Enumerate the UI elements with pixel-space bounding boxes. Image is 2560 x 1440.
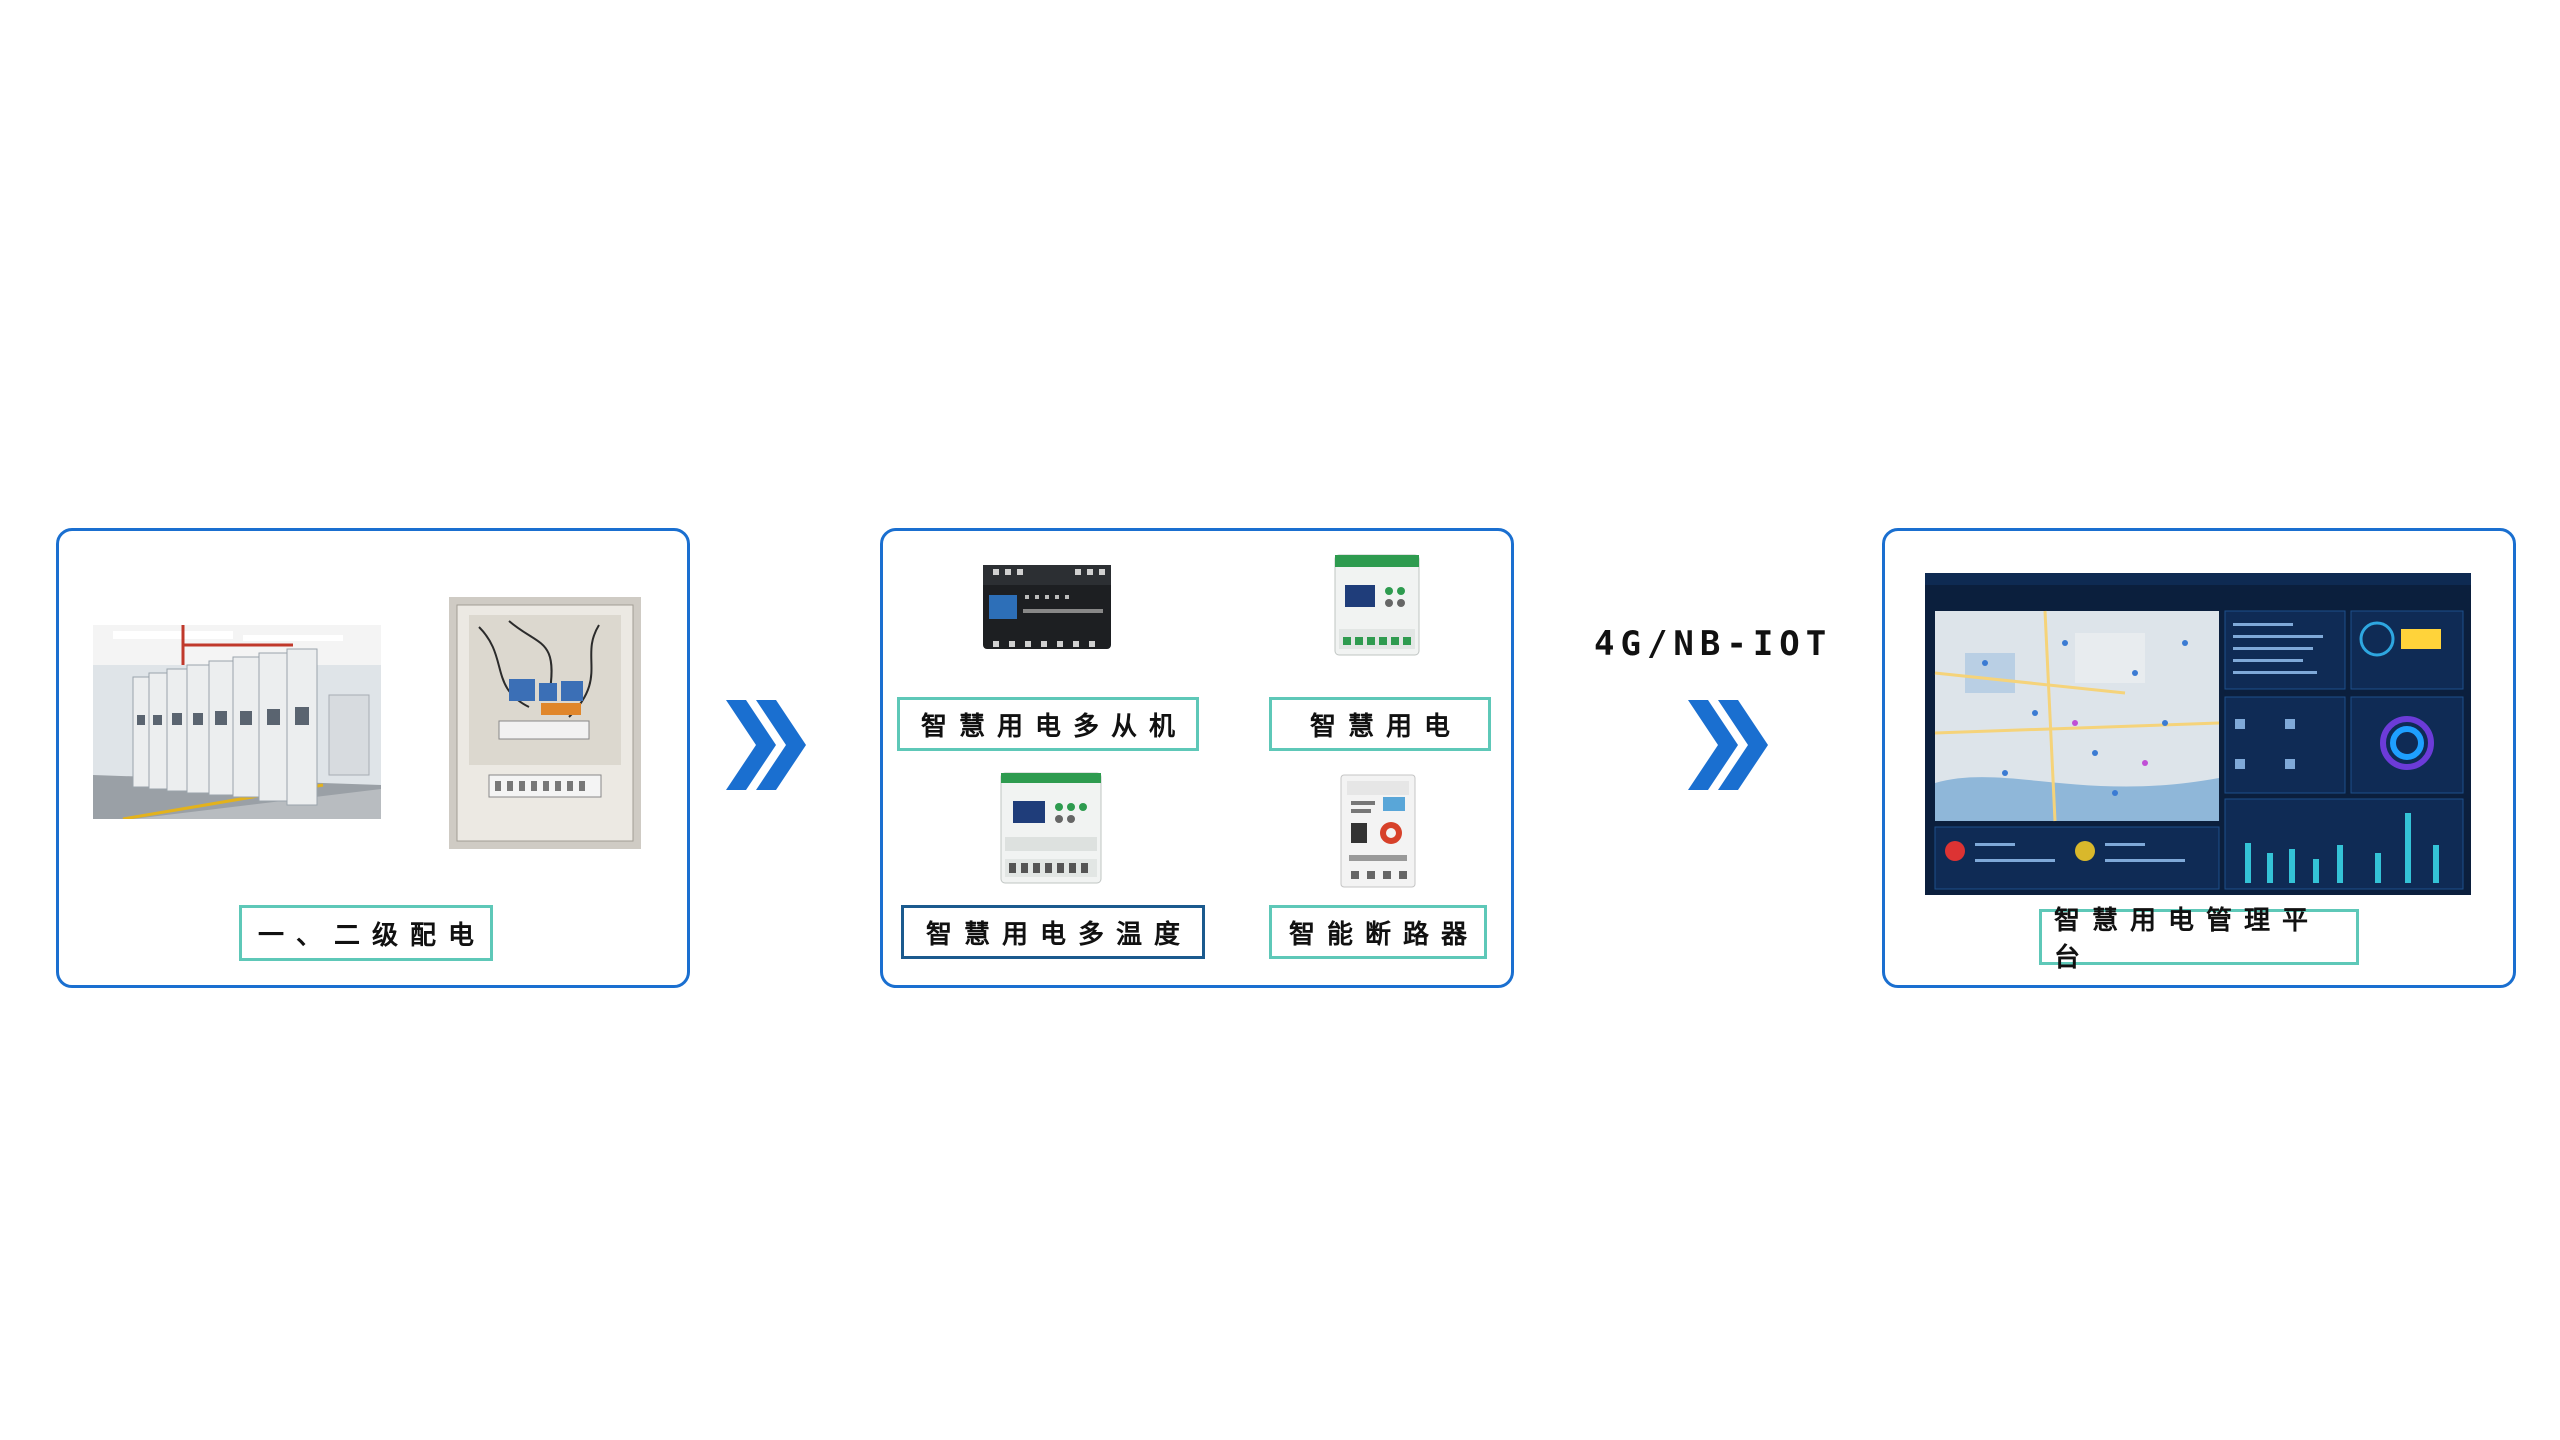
multi-slave-device-photo	[979, 551, 1115, 661]
platform-dashboard-screenshot	[1925, 573, 2471, 895]
distribution-panel: 一、二级配电	[56, 528, 690, 988]
smart-breaker-photo	[1333, 771, 1423, 891]
smart-electricity-label: 智慧用电	[1269, 697, 1491, 751]
multi-temperature-device-photo	[993, 767, 1109, 891]
multi-temperature-label: 智慧用电多温度	[901, 905, 1205, 959]
switchgear-room-photo	[93, 625, 381, 819]
distribution-label: 一、二级配电	[239, 905, 493, 961]
devices-panel: 智慧用电多从机 智慧用电 智慧用电多温度 智能断路器	[880, 528, 1514, 988]
smart-electricity-device-photo	[1323, 549, 1431, 661]
chevron-right-icon	[726, 700, 806, 790]
chevron-right-icon	[1688, 700, 1768, 790]
platform-panel: 智慧用电管理平台	[1882, 528, 2516, 988]
protocol-label: 4G/NB-IOT	[1594, 624, 1833, 664]
multi-slave-label: 智慧用电多从机	[897, 697, 1199, 751]
platform-label: 智慧用电管理平台	[2039, 906, 2359, 973]
smart-breaker-label: 智能断路器	[1269, 905, 1487, 959]
distribution-box-photo	[449, 597, 641, 849]
